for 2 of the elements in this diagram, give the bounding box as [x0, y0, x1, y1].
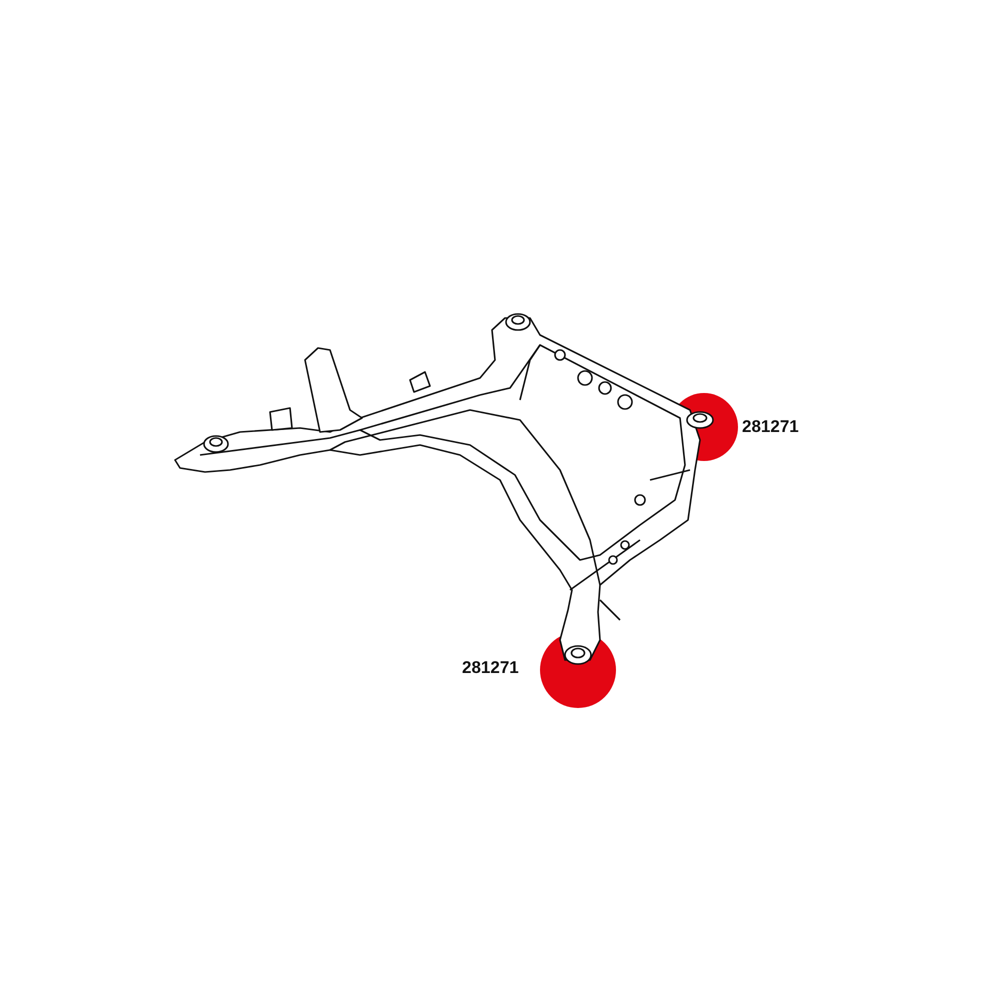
part-number: 281271 [742, 417, 799, 437]
part-number: 281271 [462, 658, 519, 678]
